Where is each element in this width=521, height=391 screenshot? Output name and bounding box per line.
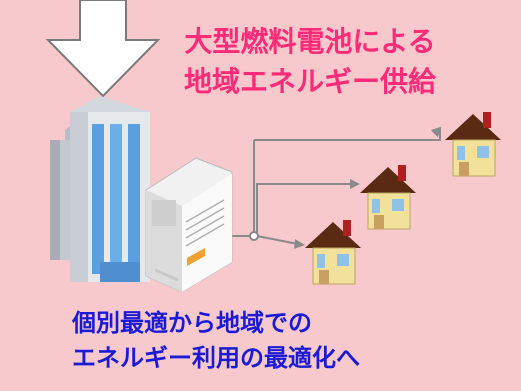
fuel-cell-unit-icon <box>145 157 233 293</box>
diagram-caption: 個別最適から地域での エネルギー利用の最適化へ <box>72 306 452 376</box>
caption-line-2: エネルギー利用の最適化へ <box>72 344 360 372</box>
caption-line-1: 個別最適から地域での <box>72 309 312 337</box>
junction-node <box>249 231 259 241</box>
title-line-2: 地域エネルギー供給 <box>183 65 436 98</box>
office-building-icon <box>50 96 150 282</box>
house-icon-top <box>445 112 501 177</box>
down-arrow-icon <box>45 0 161 98</box>
title-line-1: 大型燃料電池による <box>184 25 436 58</box>
arrowheads <box>294 126 442 249</box>
house-icon-bottom <box>305 220 361 285</box>
house-icon-middle <box>360 165 416 230</box>
diagram-title: 大型燃料電池による 地域エネルギー供給 <box>150 22 470 102</box>
